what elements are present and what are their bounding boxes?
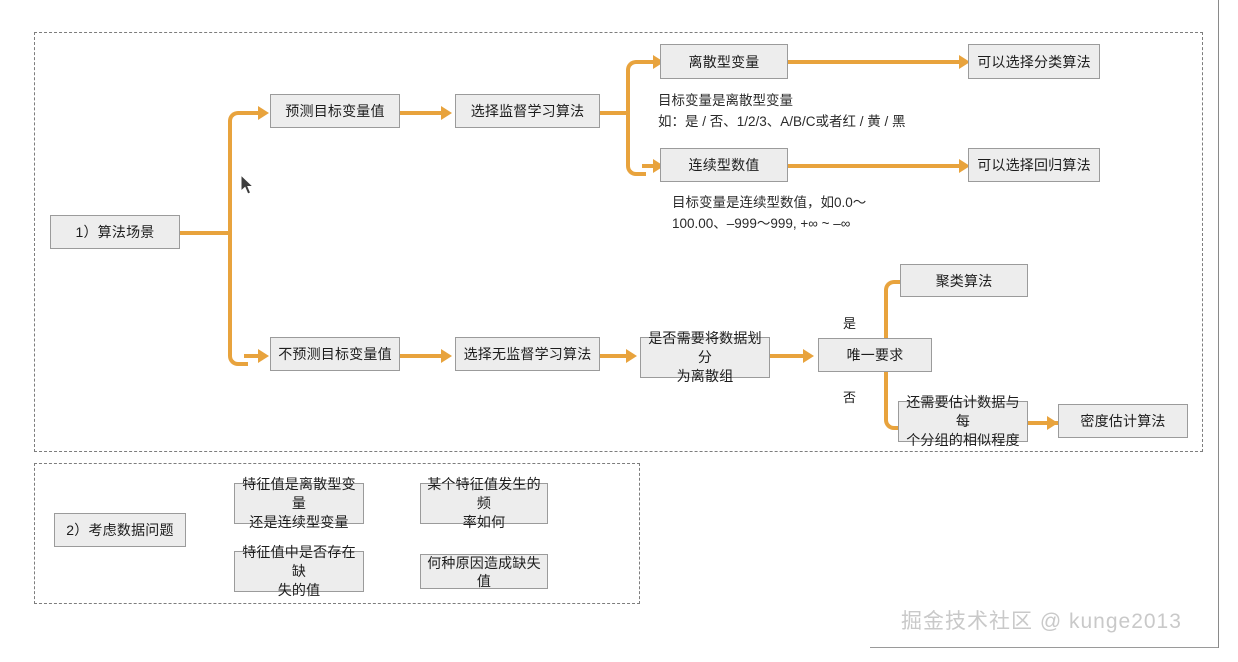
- connector-to-continuous: [642, 164, 660, 168]
- node-regression-algo[interactable]: 可以选择回归算法: [968, 148, 1100, 182]
- note-continuous-value: 目标变量是连续型数值，如0.0～ 100.00、–999～999, +∞ ~ –…: [672, 195, 867, 231]
- node-regression-algo-label: 可以选择回归算法: [977, 157, 1091, 173]
- arrowhead-similarity-to-density: [1047, 416, 1058, 430]
- connector-unsupervised-to-split: [600, 354, 630, 358]
- node-classification-algo[interactable]: 可以选择分类算法: [968, 44, 1100, 79]
- connector-to-discrete: [642, 60, 660, 64]
- page-edge-right: [1218, 0, 1219, 648]
- node-clustering-algo[interactable]: 聚类算法: [900, 264, 1028, 297]
- arrowhead-to-discrete: [653, 55, 664, 69]
- edge-label-no: 否: [843, 390, 857, 405]
- node-split-discrete-groups[interactable]: 是否需要将数据划分 为离散组: [640, 330, 770, 384]
- node-continuous-value[interactable]: 连续型数值: [660, 148, 788, 182]
- connector-discrete-to-classification: [788, 60, 966, 64]
- node-continuous-value-label: 连续型数值: [688, 157, 760, 173]
- node-feature-discrete-or-continuous[interactable]: 特征值是离散型变量 还是连续型变量: [234, 476, 364, 530]
- edge-label-yes: 是: [843, 316, 857, 331]
- connector-root-to-split: [180, 231, 232, 235]
- node-choose-supervised-label: 选择监督学习算法: [470, 103, 585, 119]
- arrowhead-to-continuous: [653, 159, 664, 173]
- node-estimate-similarity-label: 还需要估计数据与每 个分组的相似程度: [906, 394, 1020, 448]
- arrowhead-split-to-unique: [803, 349, 814, 363]
- note-discrete-variable: 目标变量是离散型变量 如：是 / 否、1/2/3、A/B/C或者红 / 黄 / …: [658, 93, 906, 129]
- connector-similarity-to-density: [1028, 421, 1060, 425]
- node-no-predict-target-label: 不预测目标变量值: [278, 346, 392, 362]
- node-discrete-variable[interactable]: 离散型变量: [660, 44, 788, 79]
- connector-supervised-to-split: [600, 111, 630, 115]
- node-root-data-problems-label: 2）考虑数据问题: [66, 522, 174, 538]
- arrowhead-continuous-to-regression: [959, 159, 970, 173]
- connector-continuous-to-regression: [788, 164, 966, 168]
- connector-to-no-predict: [244, 354, 264, 358]
- arrowhead-to-predict: [258, 106, 269, 120]
- connector-predict-to-supervised: [400, 111, 446, 115]
- node-density-algo[interactable]: 密度估计算法: [1058, 404, 1188, 438]
- node-clustering-algo-label: 聚类算法: [935, 272, 993, 289]
- node-discrete-variable-label: 离散型变量: [688, 53, 760, 70]
- node-feature-frequency[interactable]: 某个特征值发生的频 率如何: [420, 476, 548, 530]
- node-root-scenario[interactable]: 1）算法场景: [50, 215, 180, 249]
- node-choose-unsupervised[interactable]: 选择无监督学习算法: [455, 337, 600, 371]
- node-unique-requirement-label: 唯一要求: [846, 347, 904, 363]
- node-feature-missing[interactable]: 特征值中是否存在缺 失的值: [234, 544, 364, 598]
- node-root-scenario-label: 1）算法场景: [75, 224, 155, 240]
- node-classification-algo-label: 可以选择分类算法: [977, 53, 1091, 70]
- connector-elbow-top: [228, 111, 248, 131]
- arrowhead-discrete-to-classification: [959, 55, 970, 69]
- node-density-algo-label: 密度估计算法: [1080, 413, 1166, 429]
- connector-main-trunk: [228, 121, 232, 356]
- connector-supervised-split-trunk: [626, 70, 630, 166]
- connector-split-to-unique: [770, 354, 806, 358]
- node-choose-unsupervised-label: 选择无监督学习算法: [463, 346, 592, 362]
- section-algorithm-scenario: [34, 32, 1203, 452]
- connector-to-predict: [244, 111, 264, 115]
- connector-elbow-bottom: [228, 346, 248, 366]
- connector-elbow-similarity: [884, 410, 904, 430]
- node-unique-requirement[interactable]: 唯一要求: [818, 338, 932, 372]
- node-missing-reason-label: 何种原因造成缺失值: [427, 554, 541, 589]
- node-estimate-similarity[interactable]: 还需要估计数据与每 个分组的相似程度: [898, 394, 1028, 448]
- node-feature-discrete-or-continuous-label: 特征值是离散型变量 还是连续型变量: [242, 476, 356, 530]
- node-missing-reason[interactable]: 何种原因造成缺失值: [420, 554, 548, 589]
- connector-elbow-clustering: [884, 280, 904, 300]
- node-choose-supervised[interactable]: 选择监督学习算法: [455, 94, 600, 128]
- connector-nopredict-to-unsupervised: [400, 354, 446, 358]
- node-root-data-problems[interactable]: 2）考虑数据问题: [54, 513, 186, 547]
- node-no-predict-target[interactable]: 不预测目标变量值: [270, 337, 400, 371]
- connector-elbow-discrete: [626, 60, 646, 80]
- node-split-discrete-groups-label: 是否需要将数据划分 为离散组: [648, 330, 762, 384]
- watermark: 掘金技术社区 @ kunge2013: [901, 610, 1182, 633]
- node-feature-missing-label: 特征值中是否存在缺 失的值: [242, 544, 356, 598]
- arrowhead-predict-to-supervised: [441, 106, 452, 120]
- node-feature-frequency-label: 某个特征值发生的频 率如何: [427, 476, 541, 530]
- arrowhead-to-no-predict: [258, 349, 269, 363]
- connector-elbow-continuous: [626, 156, 646, 176]
- node-predict-target[interactable]: 预测目标变量值: [270, 94, 400, 128]
- arrowhead-unsupervised-to-split: [626, 349, 637, 363]
- page-edge-bottom: [870, 647, 1218, 648]
- arrowhead-nopredict-to-unsupervised: [441, 349, 452, 363]
- node-predict-target-label: 预测目标变量值: [285, 103, 385, 119]
- section-data-problems: [34, 463, 640, 604]
